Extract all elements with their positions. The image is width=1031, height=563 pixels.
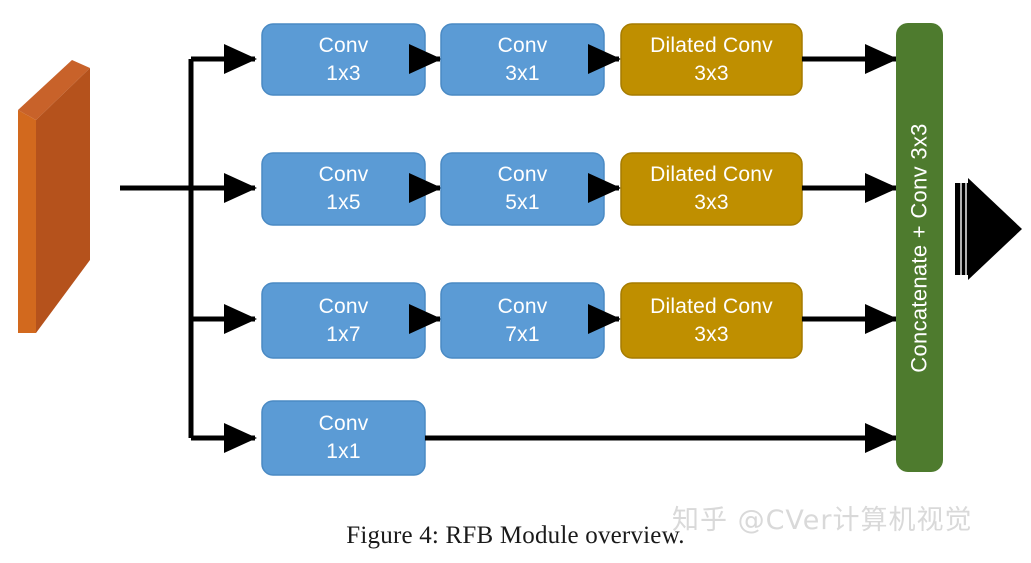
input-feature-map <box>18 60 90 333</box>
watermark: 知乎 @CVer计算机视觉 <box>672 505 973 536</box>
node-branch-2-conv-2[interactable] <box>440 152 605 226</box>
output-arrow <box>955 178 1022 280</box>
node-branch-3-conv-2[interactable] <box>440 282 605 359</box>
figure-caption: Figure 4: RFB Module overview. <box>346 522 685 549</box>
node-branch-2-dilated[interactable] <box>620 152 803 226</box>
node-branch-2-conv-1[interactable] <box>261 152 426 226</box>
node-branch-1-conv-2[interactable] <box>440 23 605 96</box>
node-concatenate-conv[interactable] <box>896 23 943 472</box>
node-branch-1-dilated[interactable] <box>620 23 803 96</box>
node-branch-1-conv-1[interactable] <box>261 23 426 96</box>
node-branch-3-conv-1[interactable] <box>261 282 426 359</box>
node-branch-4-conv-1[interactable] <box>261 400 426 476</box>
node-branch-3-dilated[interactable] <box>620 282 803 359</box>
